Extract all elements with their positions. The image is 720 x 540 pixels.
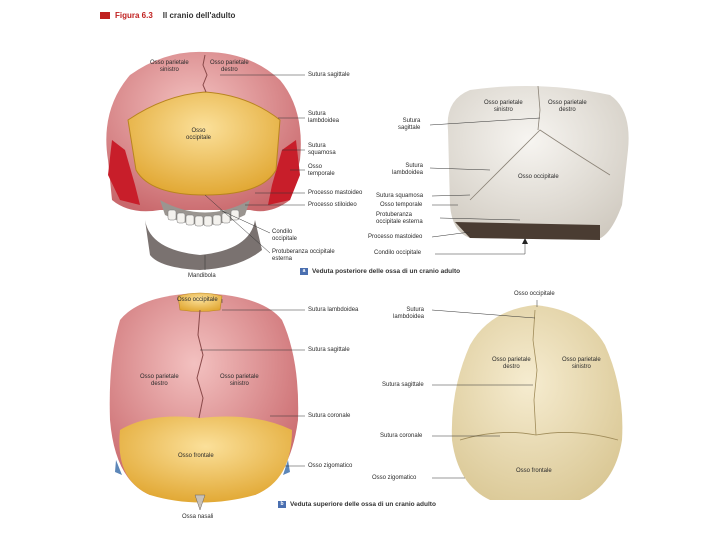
- posterior-illustration: [106, 51, 301, 270]
- label-b-sutura-sagittale: Sutura sagittale: [308, 347, 350, 353]
- superior-photo: [451, 305, 623, 500]
- label-a-mandibola: Mandibola: [188, 273, 216, 279]
- caption-b: b Veduta superiore delle ossa di un crani…: [278, 501, 436, 508]
- temporal-right-shape: [268, 140, 300, 205]
- label-a2-osso-temporale: Osso temporale: [380, 202, 423, 208]
- photo-skull-b: [451, 305, 623, 500]
- label-a2-condilo-occipitale: Condilo occipitale: [374, 250, 422, 256]
- label-b2-osso-zigomatico: Osso zigomatico: [372, 475, 417, 481]
- temporal-left-shape: [108, 140, 140, 205]
- frontal-b-shape: [119, 416, 292, 503]
- figure-title: Figura 6.3 Il cranio dell'adulto: [100, 11, 235, 20]
- label-a-sutura-sagittale: Sutura sagittale: [308, 72, 350, 78]
- caption-a: a Veduta posteriore delle ossa di un cran…: [300, 268, 460, 275]
- figure-number: Figura 6.3: [115, 11, 153, 20]
- label-a-processo-stiloideo: Processo stiloideo: [308, 202, 357, 208]
- label-b-ossa-nasali: Ossa nasali: [182, 514, 214, 520]
- label-b2-osso-occipitale: Osso occipitale: [514, 291, 555, 297]
- label-a-processo-mastoideo: Processo mastoideo: [308, 190, 363, 196]
- label-b2-sutura-sagittale: Sutura sagittale: [382, 382, 424, 388]
- label-b-osso-zigomatico: Osso zigomatico: [308, 463, 353, 469]
- occipital-shape: [127, 91, 281, 196]
- label-b2-sutura-coronale: Sutura coronale: [380, 433, 423, 439]
- label-b-sutura-coronale: Sutura coronale: [308, 413, 351, 419]
- label-b-osso-occipitale: Osso occipitale: [177, 297, 218, 303]
- label-b-osso-frontale: Osso frontale: [178, 453, 214, 459]
- leader-lines-a-left: [204, 74, 305, 270]
- label-a2-osso-occipitale: Osso occipitale: [518, 174, 559, 180]
- figure-title-text: Il cranio dell'adulto: [162, 11, 236, 20]
- label-a2-processo-mastoideo: Processo mastoideo: [368, 234, 423, 240]
- leader-lines-b-right: [431, 300, 538, 479]
- label-b2-osso-frontale: Osso frontale: [516, 468, 552, 474]
- posterior-photo: [447, 85, 629, 240]
- superior-illustration: [109, 292, 299, 511]
- caption-b-tag: b: [278, 501, 286, 508]
- label-b-sutura-lambdoidea: Sutura lambdoidea: [308, 307, 359, 313]
- leader-lines-a-right: [429, 117, 541, 255]
- photo-skull-a: [447, 86, 629, 240]
- caption-a-tag: a: [300, 268, 308, 275]
- figure-swatch: [100, 12, 110, 20]
- label-a2-sutura-squamosa: Sutura squamosa: [376, 193, 424, 199]
- caption-b-text: Veduta superiore delle ossa di un cranio…: [290, 501, 436, 509]
- mandible-shape: [145, 220, 262, 270]
- leader-lines-b-left: [200, 299, 305, 467]
- occipital-b-shape: [177, 292, 223, 312]
- caption-a-text: Veduta posteriore delle ossa di un crani…: [312, 268, 461, 276]
